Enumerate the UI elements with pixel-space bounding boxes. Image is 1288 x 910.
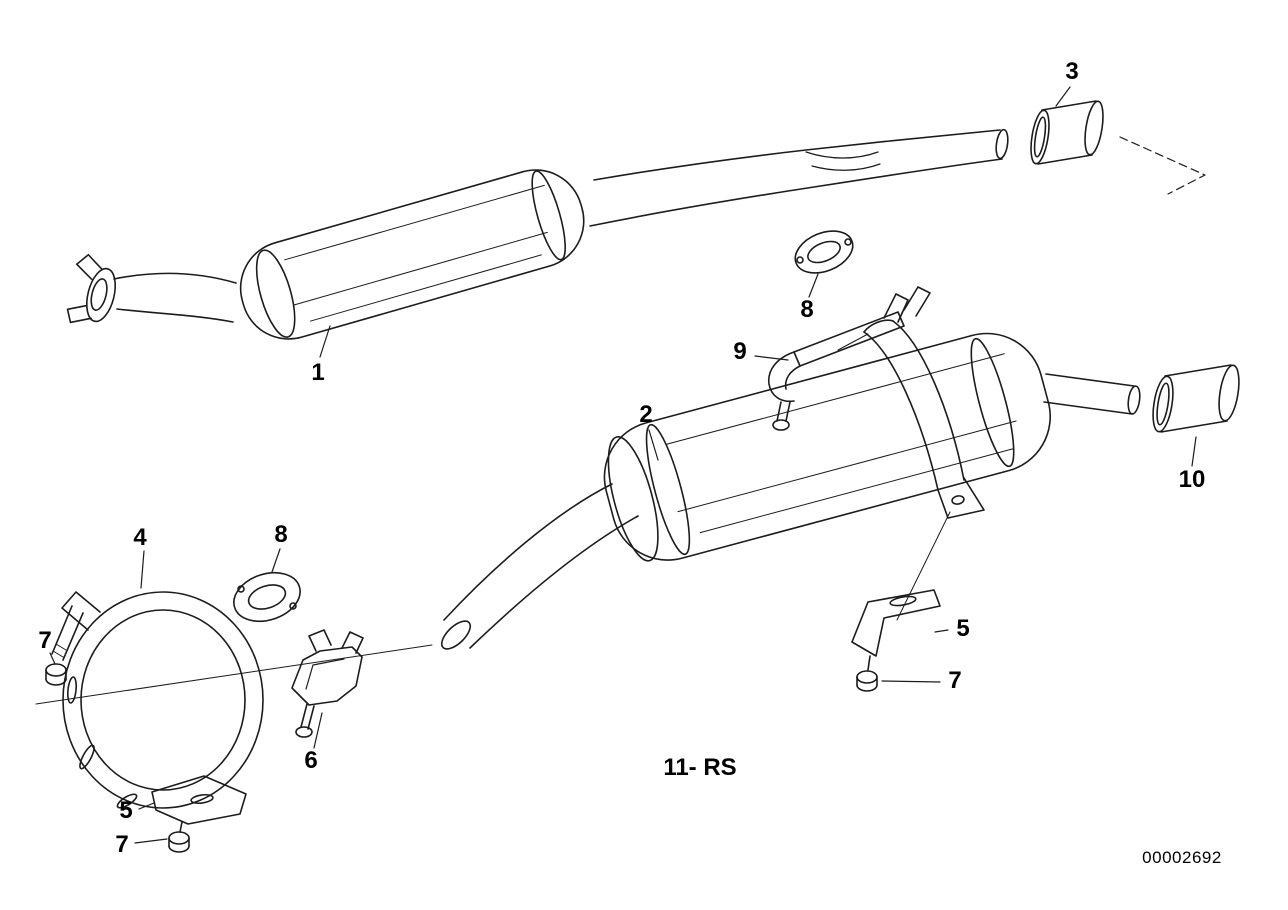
callout-2: 2: [639, 401, 653, 428]
callout-8-top: 8: [800, 296, 814, 323]
hanger-bracket-9-illustration: [768, 286, 931, 431]
mounting-strap-illustration: [863, 319, 985, 519]
callout-8-left: 8: [274, 521, 288, 548]
doc-number: 00002692: [1142, 848, 1222, 867]
callout-1: 1: [311, 359, 325, 386]
callout-3: 3: [1065, 58, 1079, 85]
callout-5-right: 5: [956, 615, 970, 642]
gasket-8-left-illustration: [233, 571, 301, 623]
nut-7-left-illustration: [45, 663, 67, 686]
callout-7-left: 7: [38, 627, 52, 654]
connector-sleeve-3-illustration: [1030, 100, 1104, 165]
leader-lines: [49, 86, 1197, 844]
callout-5-left: 5: [119, 797, 133, 824]
callout-7-right: 7: [948, 667, 962, 694]
rear-silencer-inlet-pipe: [440, 483, 639, 650]
dashed-continuation-line: [1119, 136, 1206, 195]
construction-lines: [35, 511, 951, 705]
nut-7-bottom-illustration: [168, 831, 190, 853]
tail-pipe: [1043, 373, 1141, 415]
legend-11-rs: 11- RS: [663, 754, 737, 781]
inlet-flange-illustration: [66, 253, 117, 324]
callout-10: 10: [1178, 466, 1206, 493]
rubber-mount-6-illustration: [291, 629, 364, 738]
bracket-foot-5-left-illustration: [151, 775, 247, 833]
connector-sleeve-10-illustration: [1152, 364, 1240, 433]
gasket-8-top-illustration: [794, 230, 854, 274]
callout-9: 9: [733, 338, 747, 365]
clamp-ring-4-illustration: [51, 591, 264, 809]
bracket-5-right-illustration: [851, 589, 941, 671]
front-silencer-illustration: [66, 128, 1009, 340]
rear-silencer-illustration: [440, 332, 1141, 650]
callout-7-bottom: 7: [115, 831, 129, 858]
callout-6: 6: [304, 747, 318, 774]
nut-7-right-illustration: [856, 670, 878, 692]
callout-4: 4: [133, 524, 147, 551]
